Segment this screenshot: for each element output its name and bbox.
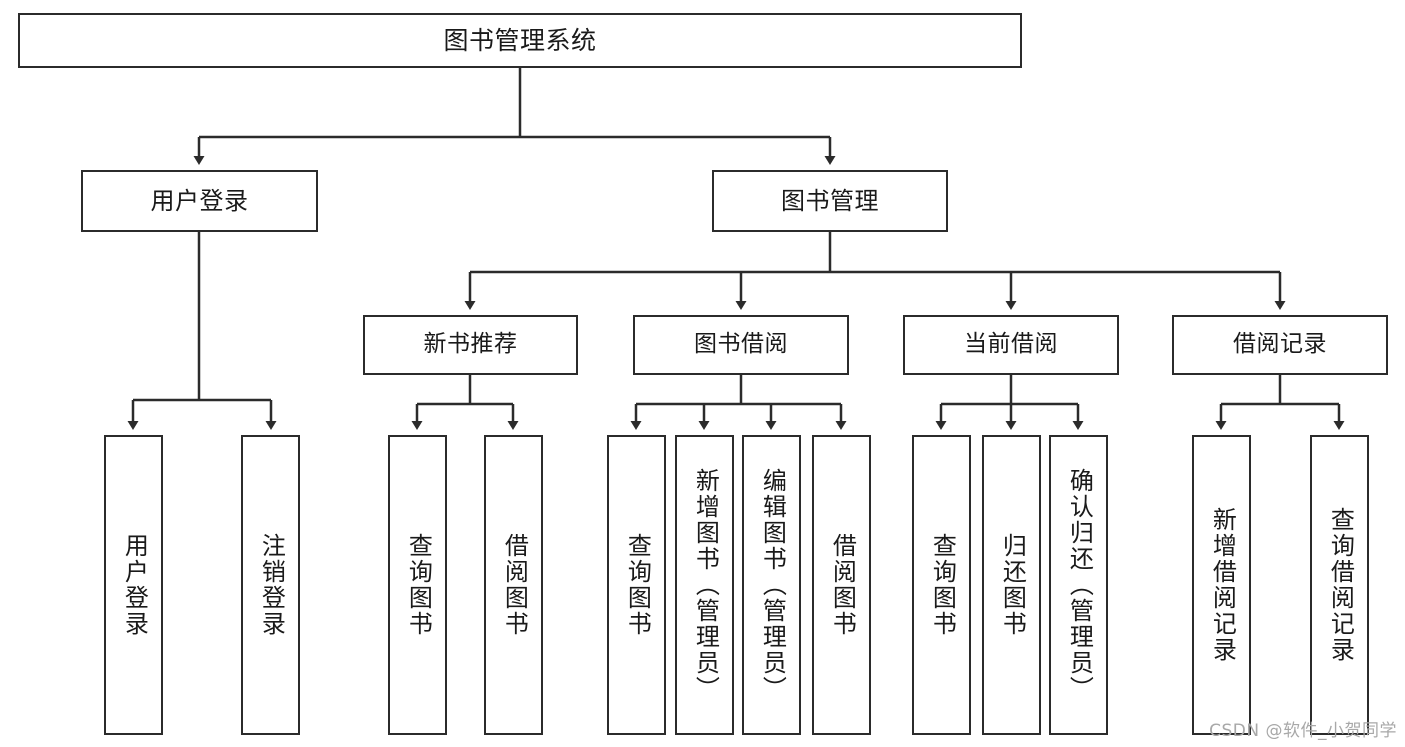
node-book-borrow[interactable]: 图书借阅 [633, 315, 849, 375]
leaf-user-login-login[interactable]: 用户登录 [104, 435, 163, 735]
node-borrow-record[interactable]: 借阅记录 [1172, 315, 1388, 375]
node-new-book-recommend[interactable]: 新书推荐 [363, 315, 578, 375]
node-label: 当前借阅 [964, 331, 1058, 358]
node-book-management[interactable]: 图书管理 [712, 170, 948, 232]
node-current-borrow[interactable]: 当前借阅 [903, 315, 1119, 375]
node-label: 查询图书 [623, 533, 652, 637]
leaf-borrow-query-book[interactable]: 查询图书 [607, 435, 666, 735]
leaf-current-confirm-return-admin[interactable]: 确认归还（管理员） [1049, 435, 1108, 735]
node-label: 归还图书 [998, 533, 1027, 637]
node-label: 新增图书（管理员） [691, 468, 720, 702]
node-label: 用户登录 [150, 186, 249, 215]
leaf-recommend-query-book[interactable]: 查询图书 [388, 435, 447, 735]
node-label: 图书管理 [781, 186, 879, 215]
node-label: 确认归还（管理员） [1065, 468, 1094, 702]
node-label: 借阅图书 [500, 533, 529, 637]
leaf-recommend-borrow-book[interactable]: 借阅图书 [484, 435, 543, 735]
node-label: 借阅记录 [1233, 331, 1327, 358]
node-label: 编辑图书（管理员） [758, 468, 787, 702]
node-root-system[interactable]: 图书管理系统 [18, 13, 1022, 68]
watermark-text: CSDN @软件_小贺同学 [1209, 721, 1397, 741]
leaf-borrow-edit-book-admin[interactable]: 编辑图书（管理员） [742, 435, 801, 735]
leaf-current-return-book[interactable]: 归还图书 [982, 435, 1041, 735]
node-user-login[interactable]: 用户登录 [81, 170, 318, 232]
node-label: 图书借阅 [694, 331, 788, 358]
leaf-current-query-book[interactable]: 查询图书 [912, 435, 971, 735]
node-label: 注销登录 [257, 533, 286, 637]
leaf-borrow-borrow-book[interactable]: 借阅图书 [812, 435, 871, 735]
node-label: 查询图书 [928, 533, 957, 637]
node-label: 查询借阅记录 [1326, 507, 1355, 663]
leaf-borrow-add-book-admin[interactable]: 新增图书（管理员） [675, 435, 734, 735]
node-label: 图书管理系统 [443, 25, 597, 55]
leaf-record-add-record[interactable]: 新增借阅记录 [1192, 435, 1251, 735]
node-label: 借阅图书 [828, 533, 857, 637]
node-label: 新书推荐 [423, 331, 518, 358]
leaf-user-login-logout[interactable]: 注销登录 [241, 435, 300, 735]
node-label: 新增借阅记录 [1208, 507, 1237, 663]
node-label: 用户登录 [120, 533, 149, 637]
node-label: 查询图书 [404, 533, 433, 637]
leaf-record-query-record[interactable]: 查询借阅记录 [1310, 435, 1369, 735]
